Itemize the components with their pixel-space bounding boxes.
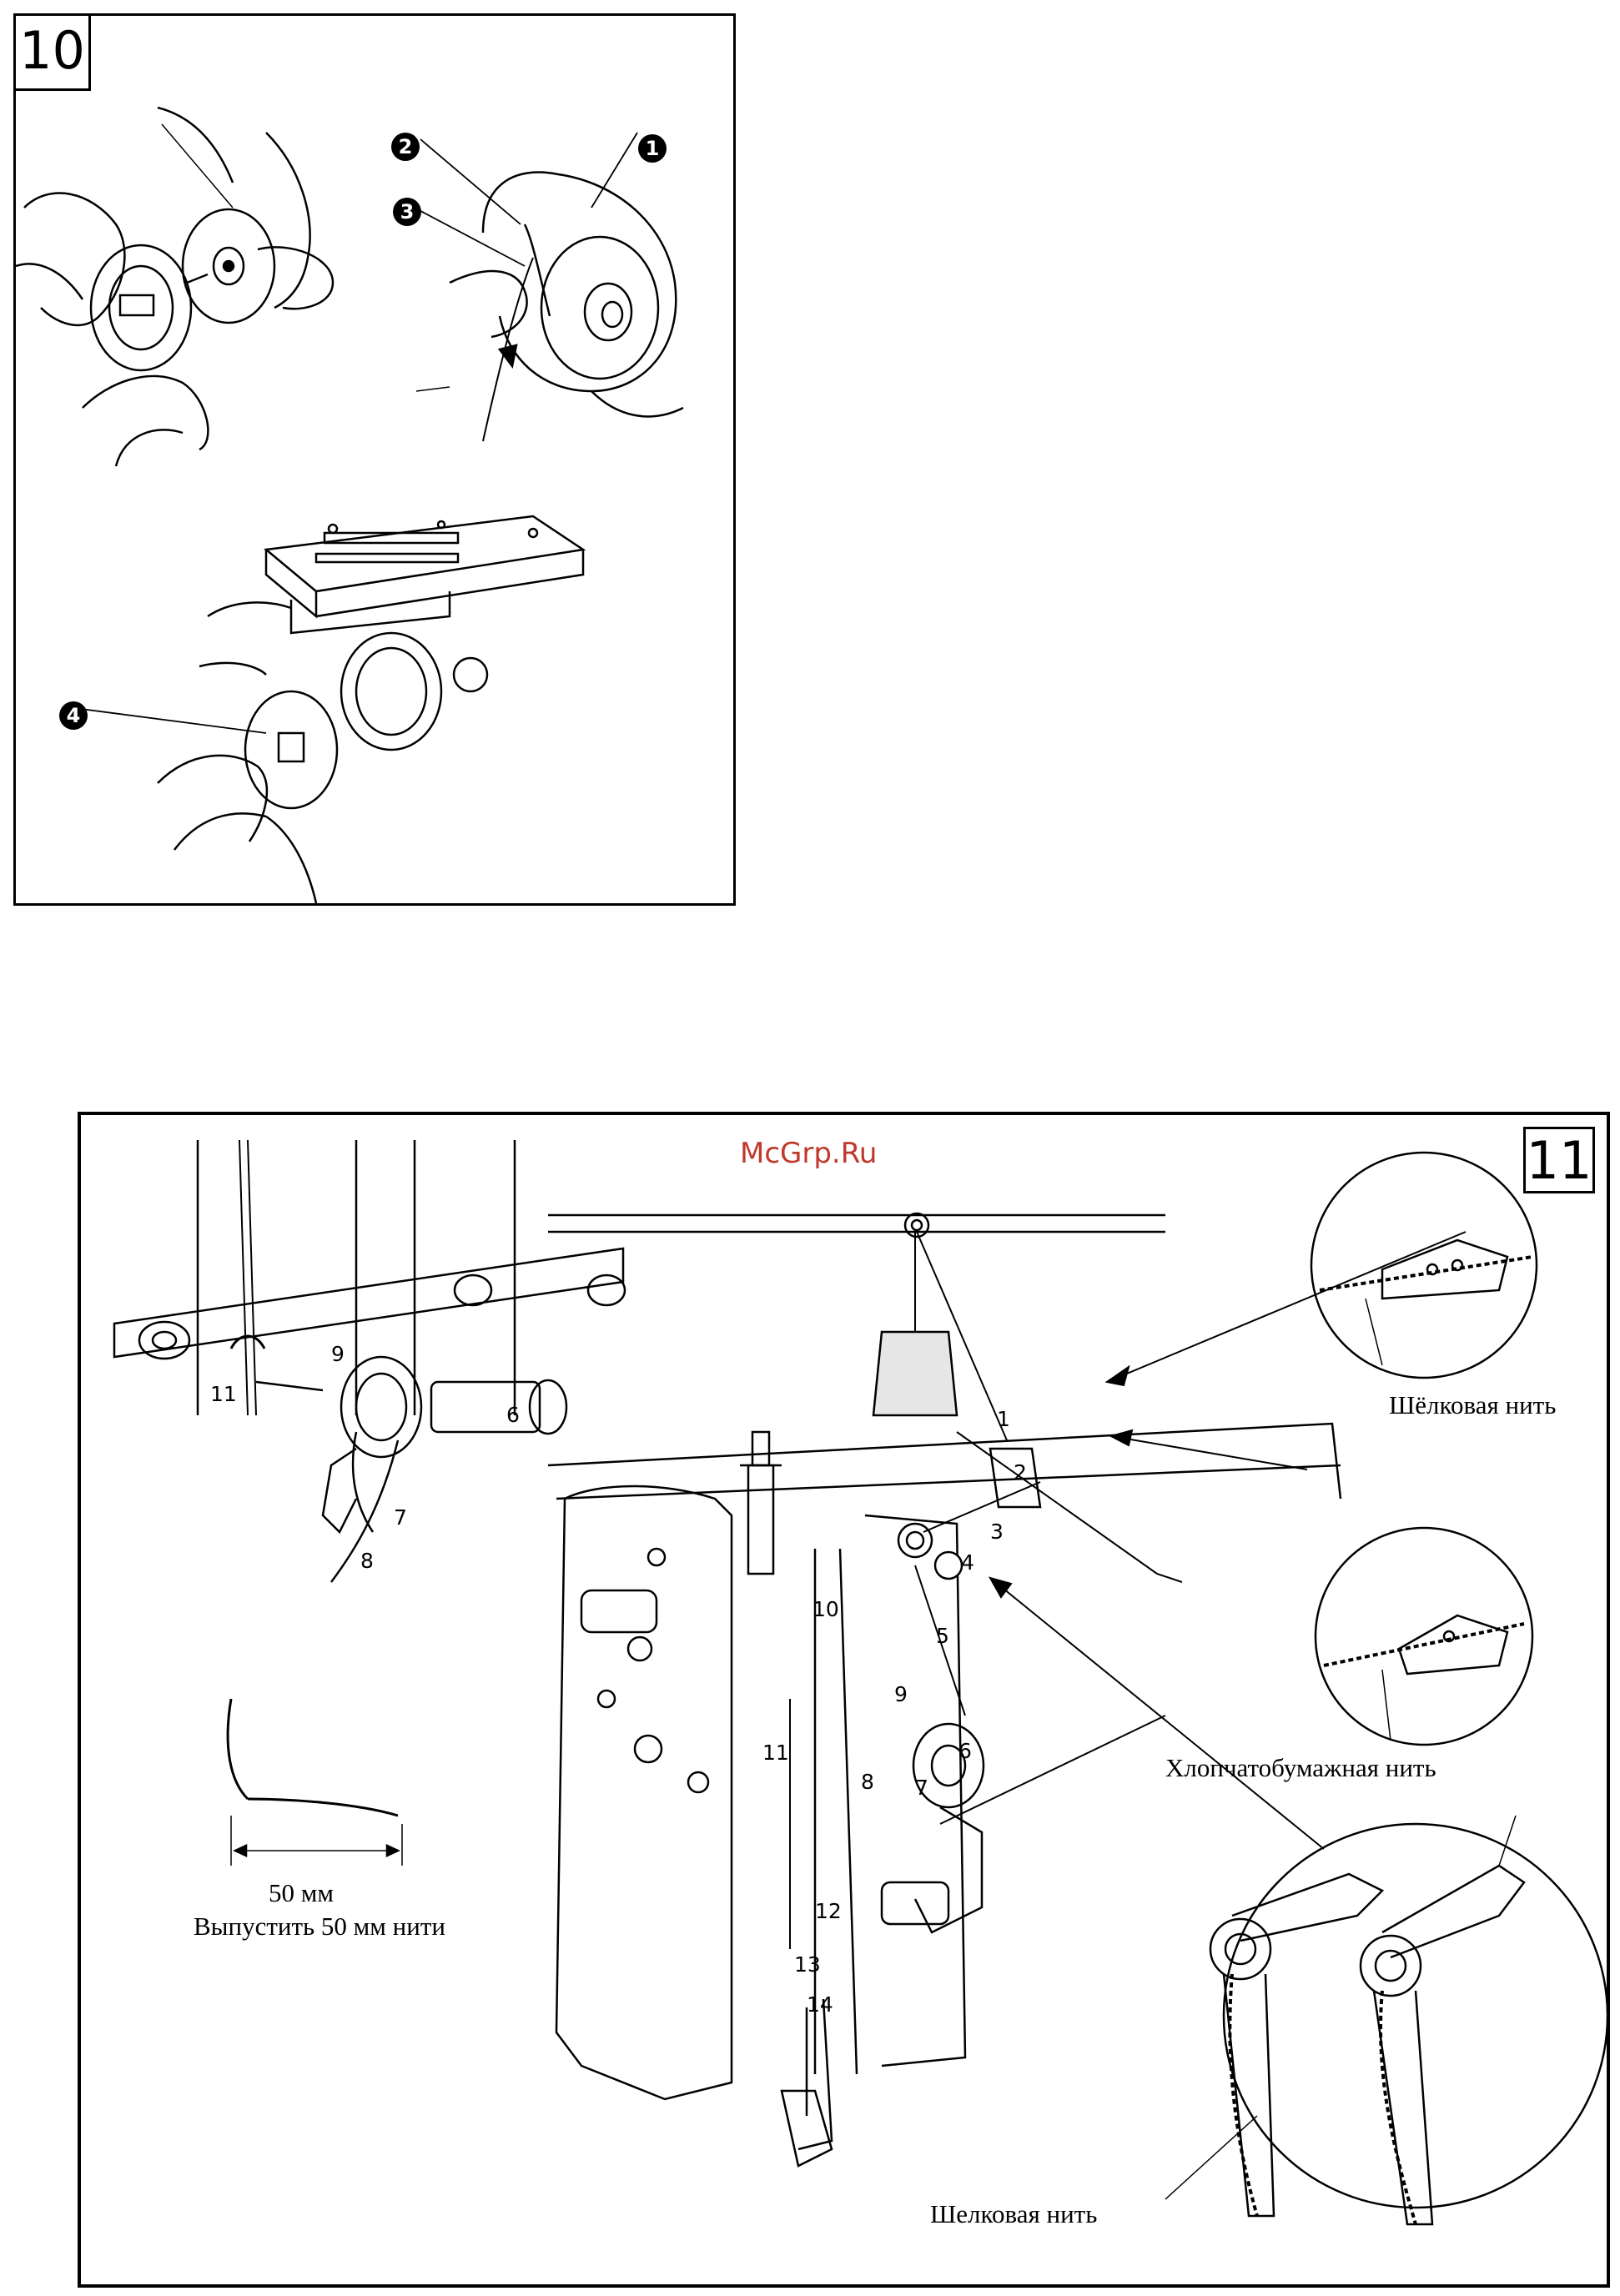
step-10: 10 xyxy=(813,1597,839,1621)
callout-4: 4 xyxy=(59,701,88,730)
step-14: 14 xyxy=(807,1992,833,2017)
detail-circle-3 xyxy=(1165,1816,1607,2224)
figure-11-panel: 11 McGrp.Ru xyxy=(78,1112,1610,2288)
detail-circle-1 xyxy=(1311,1153,1537,1378)
label-release-thread: Выпустить 50 мм нити xyxy=(194,1912,445,1942)
figure-10-panel: 10 xyxy=(13,13,736,906)
step-9: 9 xyxy=(894,1682,908,1706)
label-cotton-thread: Хлопчатобумажная нить xyxy=(1165,1753,1436,1783)
step-7: 7 xyxy=(915,1776,928,1800)
inset-step-11: 11 xyxy=(210,1382,237,1406)
needle-plate-drawing xyxy=(74,516,583,903)
machine-head-drawing xyxy=(548,1213,1341,2166)
step-3: 3 xyxy=(990,1520,1004,1544)
threading-drawing xyxy=(408,133,683,441)
step-6: 6 xyxy=(958,1739,972,1763)
inset-step-7: 7 xyxy=(394,1505,407,1530)
label-silk-thread-bottom: Шелковая нить xyxy=(930,2199,1097,2229)
step-11: 11 xyxy=(762,1741,789,1765)
inset-step-6: 6 xyxy=(506,1403,520,1427)
callout-1: 1 xyxy=(638,134,667,163)
label-50mm: 50 мм xyxy=(269,1878,334,1908)
tension-inset-drawing xyxy=(114,1140,625,1582)
step-13: 13 xyxy=(794,1952,821,1977)
threading-illustration xyxy=(81,1115,1607,2284)
thread-length-drawing xyxy=(228,1699,402,1866)
step-5: 5 xyxy=(936,1624,949,1648)
bobbin-insert-drawing xyxy=(16,108,333,466)
step-4: 4 xyxy=(961,1550,974,1575)
step-12: 12 xyxy=(815,1899,842,1923)
step-2: 2 xyxy=(1014,1460,1027,1485)
inset-step-8: 8 xyxy=(360,1549,374,1573)
detail-circle-2 xyxy=(1316,1528,1532,1745)
step-1: 1 xyxy=(997,1407,1010,1431)
callout-2: 2 xyxy=(391,133,420,161)
bobbin-case-illustration xyxy=(16,16,733,903)
inset-step-9: 9 xyxy=(331,1342,345,1366)
label-silk-thread-top: Шёлковая нить xyxy=(1389,1390,1556,1420)
step-8: 8 xyxy=(861,1770,874,1794)
callout-3: 3 xyxy=(393,198,421,226)
